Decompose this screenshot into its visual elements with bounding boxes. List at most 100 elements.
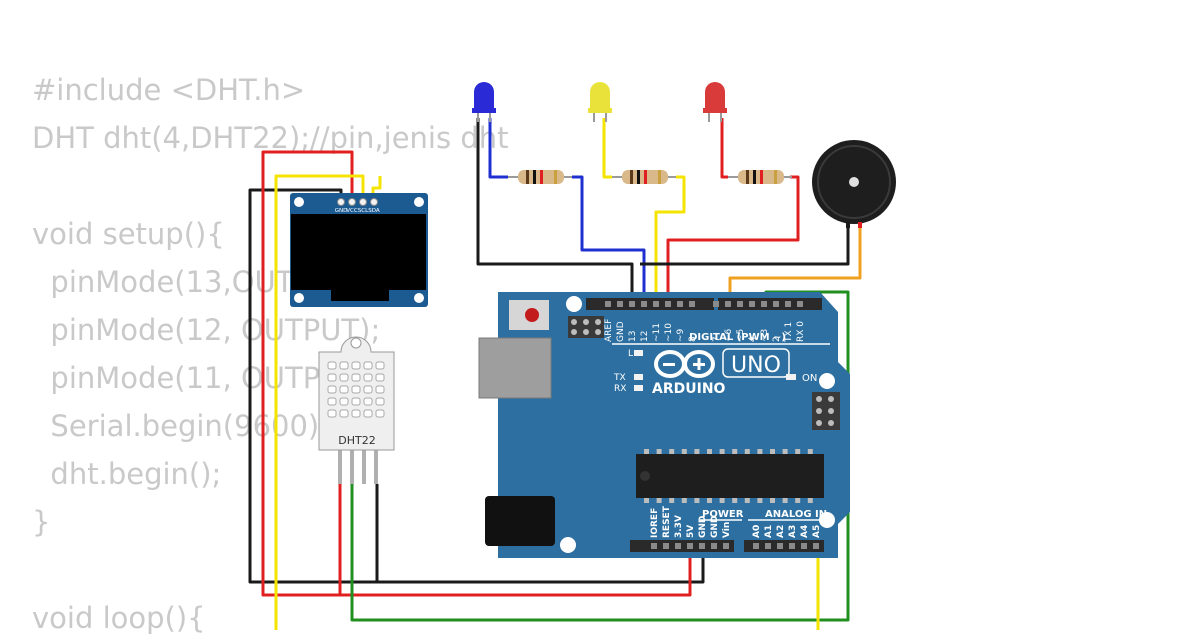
oled-pin[interactable] <box>359 198 367 206</box>
digital-pin-label: AREF <box>604 319 614 342</box>
digital-pin[interactable] <box>725 301 731 307</box>
digital-pin[interactable] <box>689 301 695 307</box>
digital-pin-label: 8 <box>688 336 698 342</box>
wire-oled-gnd <box>248 188 705 584</box>
digital-pin[interactable] <box>641 301 647 307</box>
digital-pin[interactable] <box>653 301 659 307</box>
oled-pin[interactable] <box>348 198 356 206</box>
digital-pin[interactable] <box>761 301 767 307</box>
digital-pin[interactable] <box>713 301 719 307</box>
digital-pin-label: TX 1 <box>784 322 794 343</box>
digital-pin-label: ~5 <box>736 329 746 342</box>
power-pin[interactable] <box>699 543 705 549</box>
analog-pin-label: A1 <box>764 525 774 538</box>
oled-pin-label: VCC <box>346 208 358 214</box>
power-label: POWER <box>702 509 744 520</box>
digital-pin-label: ~3 <box>760 329 770 342</box>
digital-pin[interactable] <box>797 301 803 307</box>
digital-pin[interactable] <box>605 301 611 307</box>
wire-yellow-res-12 <box>654 175 686 304</box>
dht-label: DHT22 <box>338 434 375 447</box>
power-jack <box>485 496 555 546</box>
digital-pin-label: 4 <box>748 336 758 342</box>
power-pin[interactable] <box>675 543 681 549</box>
arduino-brand: ARDUINO <box>652 381 726 397</box>
digital-pin[interactable] <box>629 301 635 307</box>
power-pin-label: 3.3V <box>674 515 684 538</box>
wire-oled-vcc <box>261 150 692 597</box>
analog-pin[interactable] <box>753 543 759 549</box>
digital-pin-label: 2 <box>772 336 782 342</box>
digital-pin[interactable] <box>665 301 671 307</box>
analog-pin[interactable] <box>813 543 819 549</box>
arduino-model: UNO <box>731 353 781 378</box>
digital-pin-label: ~9 <box>676 328 686 342</box>
led-blue[interactable] <box>472 82 496 122</box>
digital-pin[interactable] <box>677 301 683 307</box>
digital-pin-label: RX 0 <box>796 321 806 342</box>
code-line: #include <DHT.h> <box>32 73 306 107</box>
led-yellow[interactable] <box>588 82 612 122</box>
digital-pwm-label: DIGITAL (PWM ~) <box>689 332 786 343</box>
power-pin[interactable] <box>687 543 693 549</box>
power-pin-label: Vin <box>722 522 732 538</box>
digital-pin[interactable] <box>785 301 791 307</box>
usb-port <box>478 337 552 399</box>
oled-pin-label: SCL <box>358 208 369 214</box>
code-line: dht.begin(); <box>32 457 222 491</box>
analog-pin-label: A5 <box>812 525 822 538</box>
oled-pin[interactable] <box>370 198 378 206</box>
analog-pin-label: A4 <box>800 525 810 538</box>
oled-pin-label: GND <box>335 208 348 214</box>
wire-yellow-led <box>602 118 612 179</box>
atmega-chip <box>636 454 824 498</box>
analog-in-label: ANALOG IN <box>765 509 827 520</box>
code-line: Serial.begin(9600); <box>32 409 330 443</box>
oled-pin[interactable] <box>337 198 345 206</box>
led-red[interactable] <box>703 82 727 122</box>
power-pin[interactable] <box>651 543 657 549</box>
rx-label: RX <box>614 384 626 394</box>
icsp-header <box>568 316 604 338</box>
oled-pin-label: SDA <box>368 208 380 214</box>
digital-pin-label: 13 <box>628 331 638 342</box>
digital-pin[interactable] <box>773 301 779 307</box>
digital-pin[interactable] <box>749 301 755 307</box>
digital-pin[interactable] <box>737 301 743 307</box>
digital-pin-label: ~10 <box>664 323 674 342</box>
wire-red-res-11 <box>666 175 800 304</box>
digital-pin-label: 12 <box>640 331 650 342</box>
power-pin-label: GND <box>698 516 708 538</box>
code-line: } <box>32 505 51 539</box>
analog-pin[interactable] <box>789 543 795 549</box>
oled-screen <box>291 214 426 290</box>
dht22-sensor[interactable]: DHT22 <box>318 336 395 484</box>
power-pin[interactable] <box>711 543 717 549</box>
digital-pin[interactable] <box>617 301 623 307</box>
led-l-label: L <box>628 349 633 359</box>
power-pin[interactable] <box>723 543 729 549</box>
wire-blue-res-13 <box>572 175 646 304</box>
analog-pin[interactable] <box>801 543 807 549</box>
code-editor-text: #include <DHT.h> DHT dht(4,DHT22);//pin,j… <box>32 66 508 642</box>
code-line: void setup(){ <box>32 217 225 251</box>
power-pin[interactable] <box>663 543 669 549</box>
analog-pin-label: A2 <box>776 525 786 538</box>
digital-pin-label: ~6 <box>724 328 734 342</box>
wire-buzzer-gnd <box>640 226 850 266</box>
code-line: DHT dht(4,DHT22);//pin,jenis dht <box>32 121 509 155</box>
buzzer[interactable] <box>812 140 896 228</box>
analog-pin-label: A3 <box>788 525 798 538</box>
analog-pin[interactable] <box>765 543 771 549</box>
power-pin-label: 5V <box>686 525 696 538</box>
analog-pin[interactable] <box>777 543 783 549</box>
power-pin-label: IOREF <box>650 508 660 538</box>
resistor <box>728 170 792 184</box>
digital-pin-label: GND <box>616 321 626 342</box>
wire-red-led <box>720 118 728 179</box>
resistor <box>508 170 572 184</box>
power-pin-label: GND <box>710 516 720 538</box>
